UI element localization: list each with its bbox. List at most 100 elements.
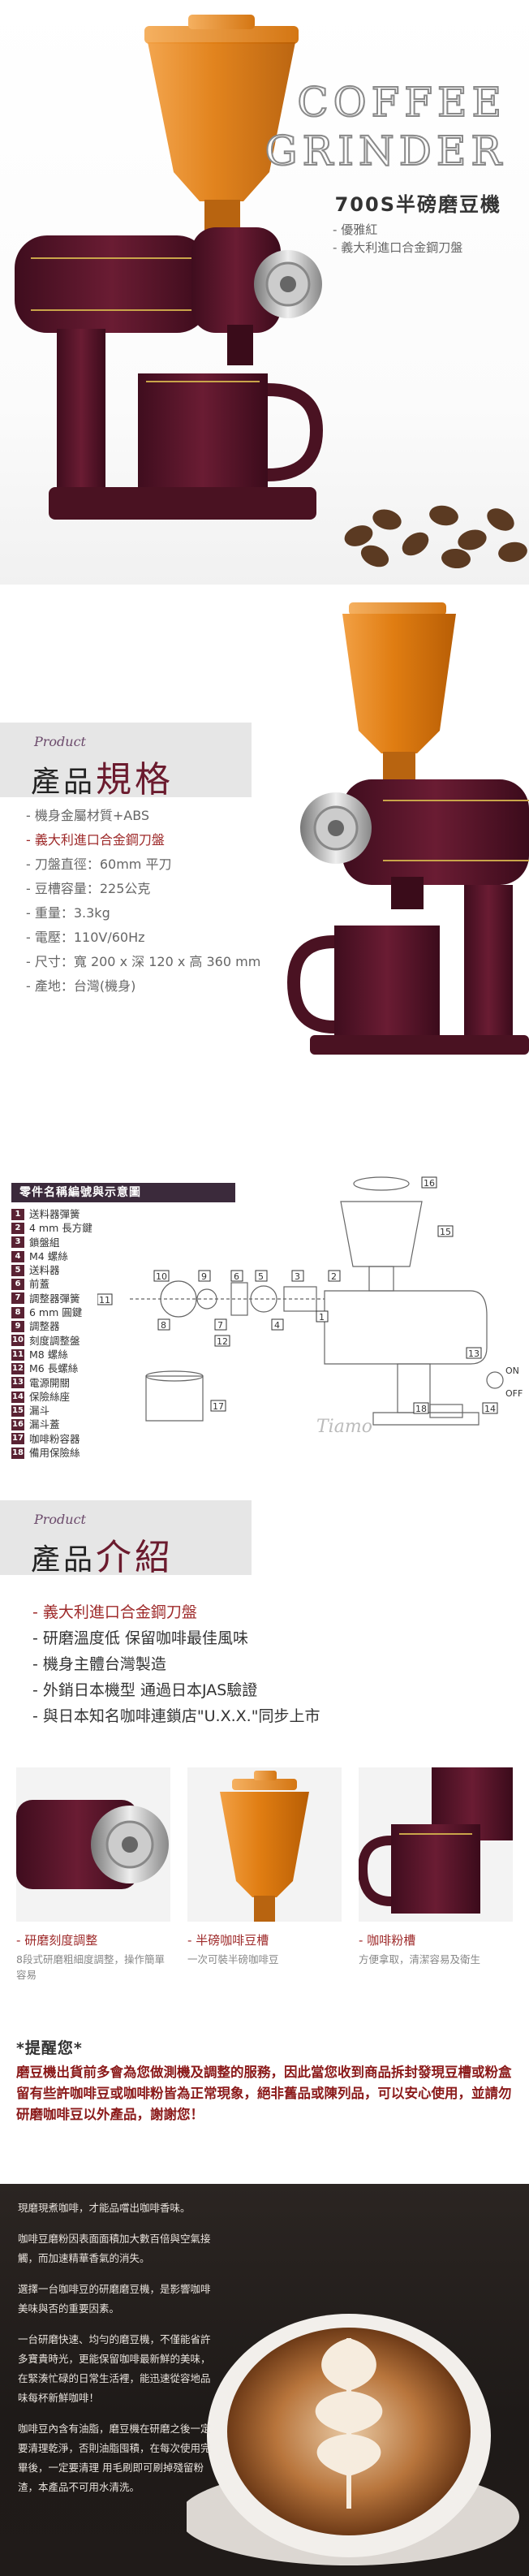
part-name: 調整器彈簧	[29, 1292, 80, 1305]
feature-item: 機身主體台灣製造	[32, 1651, 320, 1677]
parts-list-item: 9 調整器	[11, 1319, 92, 1333]
part-number-badge: 7	[11, 1292, 24, 1305]
switch-off-label: OFF	[505, 1388, 523, 1399]
callout-14: 14	[484, 1404, 496, 1414]
thumb-description: 8段式研磨粗細度調整，操作簡單容易	[16, 1953, 165, 1981]
coffee-story-section: 現磨現煮咖啡，才能品嚐出咖啡香味。 咖啡豆磨粉因表面面積加大數百倍與空氣接觸，而…	[0, 2184, 529, 2576]
callout-9: 9	[201, 1271, 207, 1282]
parts-list-item: 2 4 mm 長方鍵	[11, 1221, 92, 1235]
part-number-badge: 10	[11, 1335, 24, 1347]
callout-17: 17	[213, 1401, 224, 1412]
parts-list-item: 10 刻度調整盤	[11, 1334, 92, 1348]
part-number-badge: 3	[11, 1236, 24, 1249]
part-name: 鎖盤組	[29, 1236, 60, 1249]
specs-header-zh-b: 規格	[96, 759, 174, 800]
parts-list-item: 18 備用保險絲	[11, 1446, 92, 1460]
intro-section-header: Product 產品介紹	[0, 1500, 252, 1578]
thumb-description: 一次可裝半磅咖啡豆	[187, 1953, 279, 1965]
part-name: 備用保險絲	[29, 1447, 80, 1460]
thumb-bean-hopper-image	[187, 1767, 342, 1922]
parts-list-item: 12 M6 長螺絲	[11, 1361, 92, 1375]
specs-list: 機身金屬材質+ABS 義大利進口合金鋼刀盤 刀盤直徑：60mm 平刀 豆槽容量：…	[26, 804, 260, 999]
callout-7: 7	[217, 1320, 223, 1331]
part-name: M4 螺絲	[29, 1249, 68, 1262]
story-paragraph: 現磨現煮咖啡，才能品嚐出咖啡香味。	[18, 2202, 191, 2214]
feature-item: 義大利進口合金鋼刀盤	[32, 1599, 320, 1625]
callout-3: 3	[295, 1271, 300, 1282]
spec-item: 電壓：110V/60Hz	[26, 926, 260, 950]
part-name: 送料器彈簧	[29, 1208, 80, 1220]
spec-item: 重量：3.3kg	[26, 901, 260, 926]
hero-bullets: 優雅紅 義大利進口合金鋼刀盤	[333, 221, 462, 257]
part-number-badge: 13	[11, 1377, 24, 1389]
part-number-badge: 14	[11, 1391, 24, 1403]
part-number-badge: 5	[11, 1264, 24, 1276]
part-name: 送料器	[29, 1264, 60, 1277]
story-paragraph: 咖啡豆內含有油脂，磨豆機在研磨之後一定要清理乾淨，否則油脂囤積，在每次使用完畢後…	[18, 2423, 211, 2493]
feature-item: 外銷日本機型 通過日本JAS驗證	[32, 1677, 320, 1703]
story-paragraph: 咖啡豆磨粉因表面面積加大數百倍與空氣接觸，而加速精華香氣的消失。	[18, 2233, 211, 2264]
switch-on-label: ON	[505, 1366, 519, 1376]
part-number-badge: 17	[11, 1433, 24, 1445]
part-name: 前蓋	[29, 1278, 50, 1291]
part-number-badge: 16	[11, 1419, 24, 1431]
callout-1: 1	[319, 1312, 325, 1323]
part-name: 電源開關	[29, 1376, 71, 1389]
part-name: 4 mm 長方鍵	[29, 1222, 92, 1235]
part-name: 調整器	[29, 1320, 60, 1333]
part-name: 刻度調整盤	[29, 1334, 80, 1347]
parts-list-item: 17 咖啡粉容器	[11, 1432, 92, 1446]
thumb-powder-container-image	[357, 1767, 513, 1922]
specs-section-header: Product 產品規格	[0, 723, 252, 800]
thumb-powder-container: 咖啡粉槽 方便拿取，清潔容易及衛生	[357, 1767, 513, 1967]
callout-13: 13	[468, 1348, 480, 1359]
callout-8: 8	[161, 1320, 166, 1331]
part-name: M6 長螺絲	[29, 1362, 79, 1375]
part-number-badge: 9	[11, 1321, 24, 1333]
parts-list-item: 11 M8 螺絲	[11, 1348, 92, 1361]
hero-grinder-image	[15, 15, 324, 520]
hero-title: COFFEE GRINDER	[264, 78, 506, 175]
hero-title-line1: COFFEE	[296, 78, 506, 127]
part-name: 咖啡粉容器	[29, 1432, 80, 1445]
intro-header-en: Product	[34, 1512, 86, 1527]
hero-model: 700S半磅磨豆機	[334, 193, 501, 216]
intro-header-zh-b: 介紹	[96, 1537, 174, 1578]
part-number-badge: 18	[11, 1447, 24, 1459]
part-name: M8 螺絲	[29, 1348, 68, 1361]
callout-12: 12	[217, 1336, 228, 1347]
features-list: 義大利進口合金鋼刀盤 研磨溫度低 保留咖啡最佳風味 機身主體台灣製造 外銷日本機…	[32, 1599, 320, 1729]
feature-item: 研磨溫度低 保留咖啡最佳風味	[32, 1625, 320, 1651]
hero-bullet: 義大利進口合金鋼刀盤	[333, 239, 462, 257]
spec-item: 義大利進口合金鋼刀盤	[26, 828, 260, 852]
intro-header-zh: 產品介紹	[31, 1528, 174, 1580]
parts-list-item: 13 電源開關	[11, 1376, 92, 1390]
hero-title-line2: GRINDER	[264, 127, 506, 175]
specs-header-en: Product	[34, 734, 86, 749]
part-number-badge: 2	[11, 1222, 24, 1234]
part-name: 漏斗	[29, 1405, 50, 1417]
reminder-text: 磨豆機出貨前多會為您做測機及調整的服務，因此當您收到商品拆封發現豆槽或粉盒留有些…	[16, 2065, 512, 2122]
specs-header-zh-a: 產品	[31, 766, 97, 799]
part-number-badge: 11	[11, 1348, 24, 1361]
feature-thumbnails: 研磨刻度調整 8段式研磨粗細度調整，操作簡單容易 半磅咖啡豆槽 一次可裝半磅咖啡…	[16, 1767, 513, 1995]
feature-item: 與日本知名咖啡連鎖店"U.X.X."同步上市	[32, 1703, 320, 1729]
exploded-diagram: 16 15 11 10 9 6 5 3 2 1 8 7 4 1	[97, 1176, 523, 1426]
part-number-badge: 4	[11, 1250, 24, 1262]
latte-cup-image	[187, 2314, 519, 2565]
part-number-badge: 12	[11, 1362, 24, 1374]
callout-11: 11	[99, 1295, 110, 1305]
story-paragraph: 選擇一台咖啡豆的研磨磨豆機，是影響咖啡美味與否的重要因素。	[18, 2283, 211, 2315]
coffee-beans-image	[344, 505, 527, 568]
callout-18: 18	[415, 1404, 427, 1414]
callout-5: 5	[258, 1271, 264, 1282]
thumb-caption: 半磅咖啡豆槽	[187, 1931, 342, 1948]
